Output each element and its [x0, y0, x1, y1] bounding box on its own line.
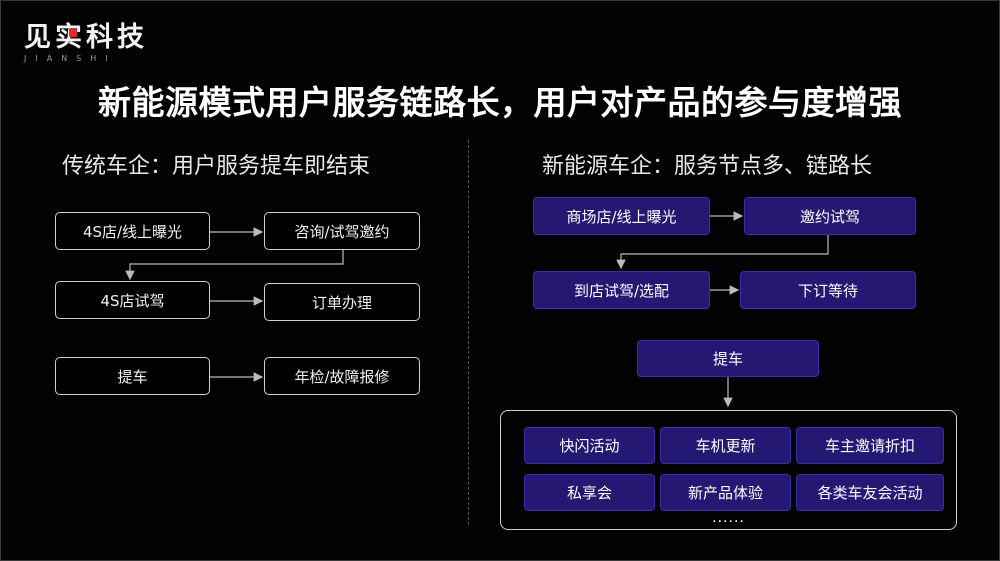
left-step-delivery: 提车 — [55, 357, 210, 395]
service-product-experience: 新产品体验 — [660, 474, 791, 511]
left-step-order: 订单办理 — [264, 283, 420, 321]
logo-red-mark-icon — [69, 29, 77, 37]
more-ellipsis: ...... — [712, 510, 745, 526]
slide-title: 新能源模式用户服务链路长，用户对产品的参与度增强 — [98, 83, 902, 122]
service-referral-discount: 车主邀请折扣 — [796, 427, 944, 464]
right-step-invite: 邀约试驾 — [744, 197, 916, 235]
left-step-maintenance: 年检/故障报修 — [264, 357, 420, 395]
service-private-event: 私享会 — [524, 474, 655, 511]
right-heading: 新能源车企：服务节点多、链路长 — [542, 154, 873, 179]
column-divider — [468, 140, 469, 525]
left-step-testdrive: 4S店试驾 — [55, 281, 210, 319]
logo-subtext: JIANSHI — [24, 54, 117, 63]
service-popup-event: 快闪活动 — [524, 427, 655, 464]
arrow-right-2 — [616, 235, 829, 270]
services-group — [500, 410, 957, 530]
arrow-left-2 — [125, 250, 344, 281]
right-step-order-wait: 下订等待 — [740, 271, 916, 309]
logo-text: 见实科技 — [24, 22, 148, 53]
right-step-exposure: 商场店/线上曝光 — [533, 197, 710, 235]
left-step-exposure: 4S店/线上曝光 — [55, 212, 210, 250]
service-ota-update: 车机更新 — [660, 427, 791, 464]
logo: 见实科技 JIANSHI — [24, 22, 148, 64]
right-step-store-visit: 到店试驾/选配 — [533, 271, 710, 309]
service-owner-club: 各类车友会活动 — [796, 474, 944, 511]
left-heading: 传统车企：用户服务提车即结束 — [62, 154, 371, 179]
right-step-delivery: 提车 — [637, 340, 819, 377]
left-step-consult: 咨询/试驾邀约 — [264, 212, 420, 250]
